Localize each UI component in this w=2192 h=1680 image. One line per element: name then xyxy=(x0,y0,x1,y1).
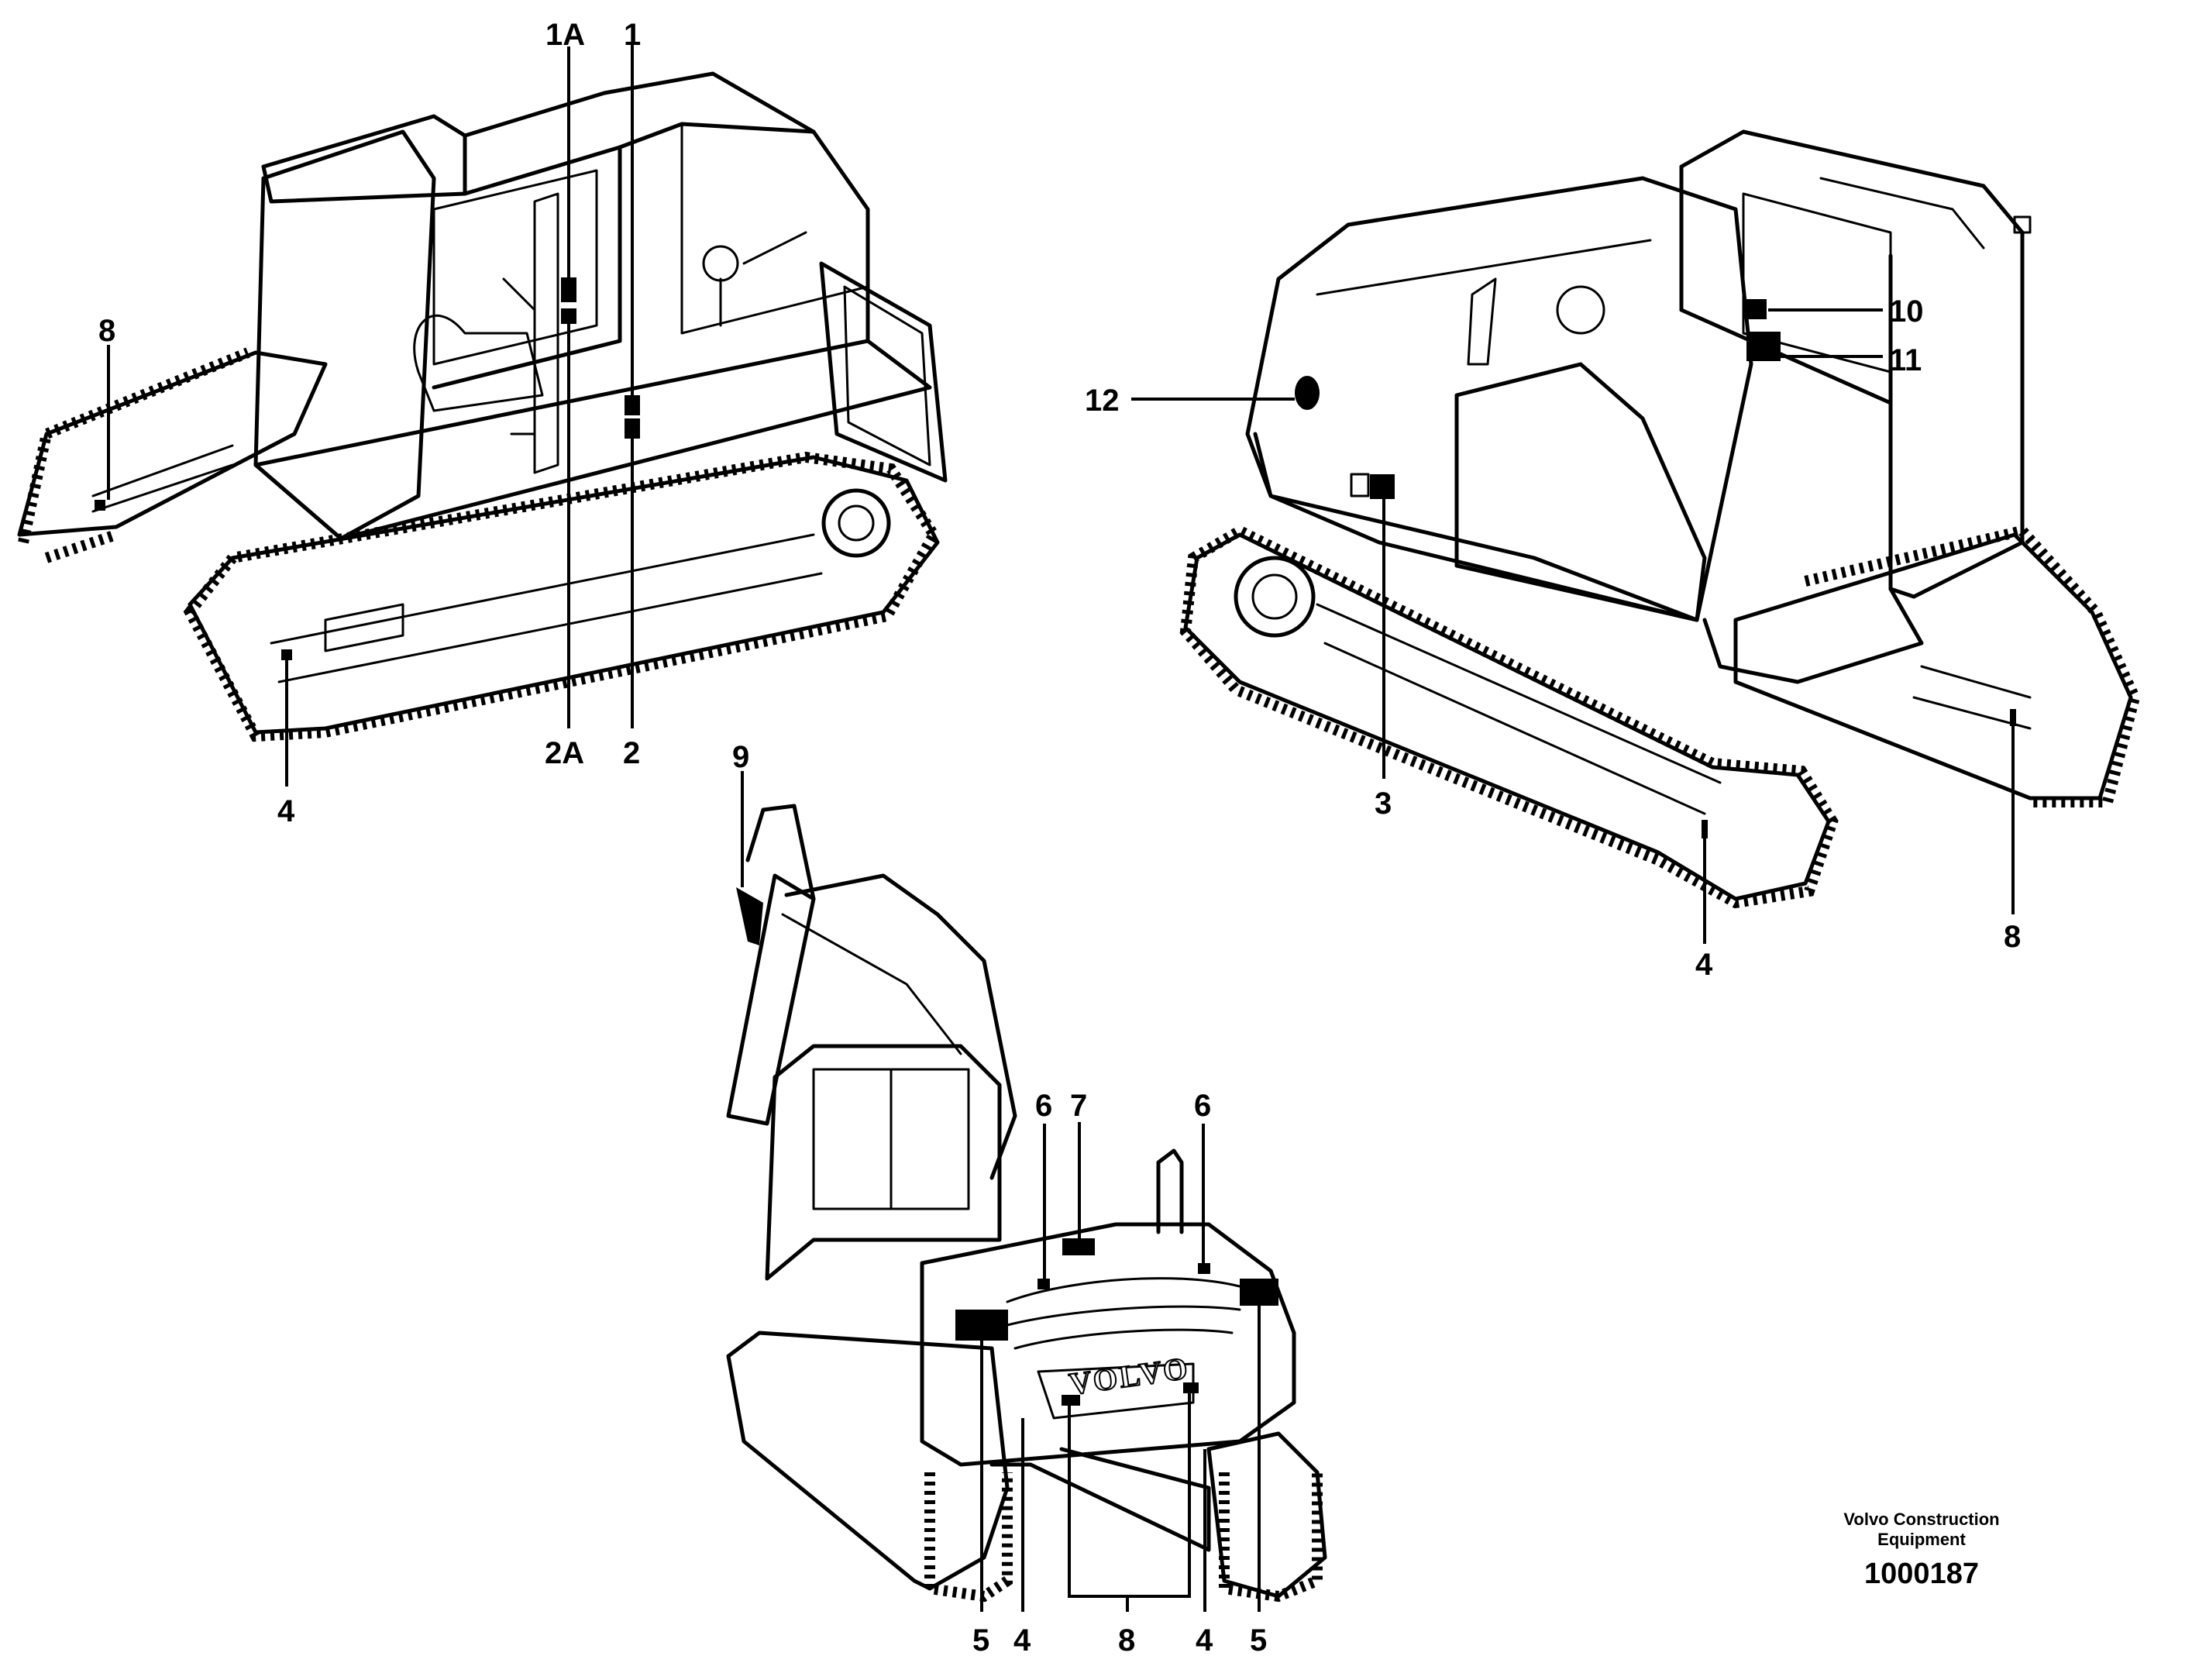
decal-8-left-track xyxy=(95,500,105,511)
callout-5-left: 5 xyxy=(972,1623,989,1658)
decal-3-outline xyxy=(1350,473,1370,497)
callout-8-view1: 8 xyxy=(98,314,115,348)
decal-6-right xyxy=(1198,1263,1210,1274)
decal-11 xyxy=(1746,332,1781,361)
decal-9 xyxy=(736,887,763,945)
callout-6-left: 6 xyxy=(1035,1089,1052,1123)
decal-5-left xyxy=(955,1310,1008,1341)
leaders-view-1 xyxy=(107,43,634,787)
decal-12 xyxy=(1295,376,1320,410)
callout-12: 12 xyxy=(1085,384,1120,418)
decal-8-right xyxy=(1183,1382,1199,1393)
callout-8-view2: 8 xyxy=(2004,920,2021,954)
callout-4-view2: 4 xyxy=(1695,948,1713,982)
decal-1 xyxy=(625,395,640,415)
excavator-view-rear-right xyxy=(1179,129,2141,909)
decal-2A xyxy=(561,308,576,324)
callout-1: 1 xyxy=(624,18,641,52)
decal-1A xyxy=(561,277,576,302)
callout-4-right: 4 xyxy=(1196,1623,1213,1658)
callout-4-left: 4 xyxy=(1013,1623,1031,1658)
drawing-credit: Volvo Construction Equipment 1000187 xyxy=(1805,1510,2038,1591)
callout-7: 7 xyxy=(1070,1089,1087,1123)
decal-2 xyxy=(625,418,640,439)
decal-6-left xyxy=(1038,1279,1050,1289)
decal-4-right-track xyxy=(1702,820,1708,838)
brand-plate: VOLVO xyxy=(1067,1350,1192,1401)
decal-8-far-track xyxy=(2010,709,2016,726)
callout-10: 10 xyxy=(1889,294,1924,329)
decal-5-right xyxy=(1240,1279,1278,1306)
decal-3 xyxy=(1370,474,1395,499)
leaders-view-2 xyxy=(1131,308,2015,944)
callout-labels: 1A 1 8 2A 2 4 10 11 12 3 4 8 9 6 7 6 5 4… xyxy=(98,18,2021,1658)
callout-2: 2 xyxy=(623,736,640,770)
callout-4-view1: 4 xyxy=(277,794,295,828)
decal-8-left xyxy=(1062,1395,1080,1406)
callout-3: 3 xyxy=(1375,787,1392,821)
decal-7 xyxy=(1062,1238,1095,1255)
callout-1A: 1A xyxy=(545,18,585,52)
decal-4-track-frame xyxy=(281,649,292,660)
decal-10 xyxy=(1746,299,1767,319)
credit-company-line2: Equipment xyxy=(1877,1530,1966,1549)
leaders-view-3 xyxy=(741,771,1261,1612)
callout-6-right: 6 xyxy=(1194,1089,1211,1123)
callout-8-view3: 8 xyxy=(1118,1623,1135,1658)
callout-5-right: 5 xyxy=(1250,1623,1267,1658)
drawing-number: 1000187 xyxy=(1864,1558,1979,1590)
credit-company-line1: Volvo Construction xyxy=(1843,1510,2000,1529)
callout-11: 11 xyxy=(1889,343,1922,377)
excavator-view-front-left xyxy=(17,71,948,742)
excavator-view-rear: VOLVO xyxy=(726,804,1327,1603)
callout-9: 9 xyxy=(732,740,749,774)
callout-2A: 2A xyxy=(545,736,584,770)
